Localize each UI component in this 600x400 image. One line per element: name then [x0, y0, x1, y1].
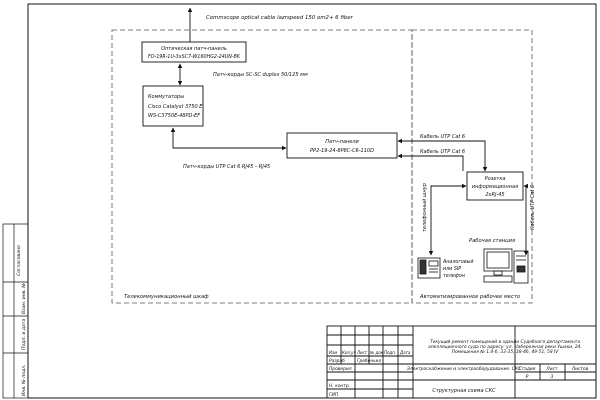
- tb-sheet-hdr: Лист: [545, 366, 558, 372]
- workplace-label: Автоматизированное рабочее место: [419, 294, 520, 300]
- tb-col-koluch: Кол.уч: [342, 350, 356, 355]
- switch-box: [142, 85, 204, 127]
- phone-cord-label: телефонный шнур: [422, 183, 428, 232]
- tb-project: Текущий ремонт помещений в здании Судебн…: [428, 340, 582, 356]
- tb-sheets-hdr: Листов: [571, 366, 589, 372]
- stamp-soglasovano: Согласовано: [16, 245, 22, 276]
- stamp-vzam: Взам. инв. №: [21, 283, 27, 314]
- phone-line-3: телефон: [443, 273, 465, 279]
- tb-row-gip: ГИП: [329, 392, 339, 398]
- optic-patch-label: Патч-корды SC-SC duplex 50/125 мм: [213, 72, 308, 78]
- cable-line-1: [397, 138, 488, 172]
- workstation-icon: [483, 248, 529, 284]
- tb-col-izm: Изм: [329, 350, 337, 355]
- top-cable-label: Commscope optical cable lazrspeed 150 om…: [206, 15, 354, 21]
- phone-icon: [417, 257, 441, 279]
- patch-panel-model: PP2-19-24-8P8C-C6-110D: [310, 148, 374, 154]
- tb-row-checked: Проверил: [329, 366, 352, 372]
- tb-col-list: Лист: [356, 350, 368, 355]
- optical-panel-title: Оптическая патч-панель: [161, 46, 227, 52]
- outlet-line-1: Розетка: [485, 176, 506, 182]
- side-stamp: [2, 223, 29, 399]
- optical-panel-model: FO-19R-1U-3xSC7-W160HG2-24UN-BK: [148, 54, 241, 60]
- sheet-frame: [27, 3, 597, 399]
- tb-system: Электроснабжение и электрооборудование. …: [406, 366, 522, 372]
- tb-col-ndok: № док: [369, 350, 384, 355]
- tb-stage-hdr: Стадия: [519, 366, 536, 372]
- switch-model: WS-C3750E-48PD-EF: [148, 113, 200, 119]
- phone-cord-line: [428, 183, 467, 256]
- tb-stage: Р: [526, 374, 529, 380]
- utp-patch-label: Патч-корды UTP Cat 6 RJ45 – RJ45: [183, 164, 270, 170]
- phone-line-2: или SIP: [443, 266, 461, 272]
- cable-2-label: Кабель UTP Cat 6: [420, 149, 465, 155]
- switch-title: Коммутаторы: [148, 94, 184, 100]
- cable-line-3: [523, 183, 529, 256]
- tb-sheet: 3: [551, 374, 554, 380]
- cable-3-label: Кабель UTP Cat 6: [530, 185, 536, 230]
- optical-panel-box: [141, 41, 247, 63]
- outlet-line-2: информационная: [472, 184, 518, 190]
- telecom-cabinet-label: Телекоммуникационный шкаф: [124, 294, 209, 300]
- tb-row-developed: Разраб: [329, 358, 345, 364]
- stamp-podp-data: Подп. и дата: [21, 319, 27, 350]
- title-block: [326, 325, 597, 399]
- patch-panel-box: [286, 132, 398, 159]
- cable-line-2: [397, 153, 464, 171]
- stamp-inv-podl: Инв. № подл.: [21, 364, 27, 396]
- outlet-line-3: 2xRJ-45: [485, 192, 504, 198]
- utp-patch-line: [170, 127, 287, 151]
- patch-panel-title: Патч-панели: [325, 139, 359, 145]
- phone-line-1: Аналоговый: [442, 259, 474, 265]
- tb-sheet-title: Структурная схема СКС: [432, 388, 496, 394]
- workstation-label: Рабочая станция: [469, 238, 515, 244]
- switch-name: Cisco Catalyst 3750 E: [148, 104, 203, 110]
- tb-col-data: Дата: [399, 350, 411, 355]
- outlet-box: [466, 171, 524, 201]
- tb-row-developer-name: Гребенько: [357, 358, 381, 364]
- tb-col-podp: Подп.: [384, 350, 396, 355]
- tb-row-nkontr: Н. контр.: [329, 383, 350, 389]
- cable-1-label: Кабель UTP Cat 6: [420, 134, 465, 140]
